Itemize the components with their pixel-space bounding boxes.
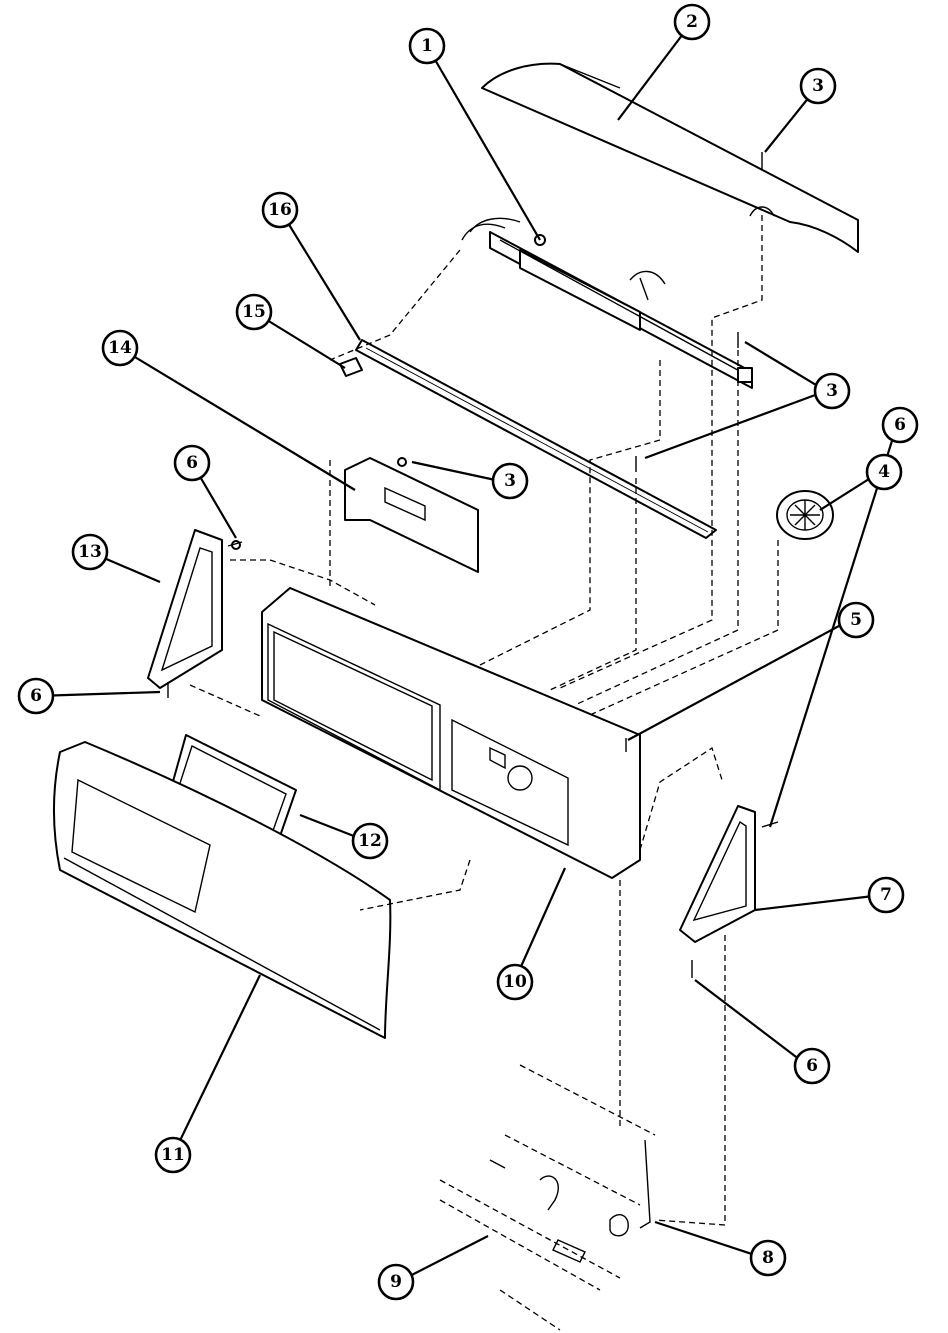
callout-3-top: 3	[799, 67, 837, 105]
callout-label: 6	[894, 415, 906, 435]
callout-12: 12	[351, 822, 389, 860]
part-display-board	[344, 457, 479, 573]
callout-label: 15	[242, 302, 266, 322]
callout-label: 1	[421, 36, 433, 56]
screws	[167, 152, 779, 978]
part-top-cover	[481, 62, 859, 253]
callout-label: 6	[806, 1056, 818, 1076]
callout-label: 7	[880, 885, 892, 905]
callout-label: 6	[30, 686, 42, 706]
part-round-switch	[776, 490, 834, 540]
callout-label: 2	[686, 12, 698, 32]
callout-label: 9	[390, 1272, 402, 1292]
callout-10: 10	[496, 963, 534, 1001]
callout-1: 1	[408, 27, 446, 65]
callout-6-left-bottom: 6	[17, 677, 55, 715]
callout-label: 5	[850, 610, 862, 630]
leader-lines	[35, 21, 899, 1283]
callout-label: 3	[812, 76, 824, 96]
callout-11: 11	[154, 1136, 192, 1174]
screw-6-left-top	[227, 541, 243, 547]
part-front-console	[53, 741, 392, 1039]
part-long-strip	[355, 339, 717, 539]
callout-6-right-bottom: 6	[793, 1047, 831, 1085]
callout-label: 8	[762, 1248, 774, 1268]
callout-label: 3	[826, 381, 838, 401]
callout-8: 8	[749, 1239, 787, 1277]
callout-13: 13	[71, 533, 109, 571]
callout-4: 4	[865, 453, 903, 491]
assembly-lines	[189, 215, 779, 1226]
callout-label: 3	[504, 471, 516, 491]
callout-label: 10	[503, 972, 527, 992]
callout-2: 2	[673, 3, 711, 41]
callout-label: 14	[108, 338, 132, 358]
callout-5: 5	[837, 601, 875, 639]
part-right-end-cap	[679, 805, 756, 943]
callout-6-left-top: 6	[173, 444, 211, 482]
callout-label: 11	[161, 1145, 185, 1165]
callout-16: 16	[261, 191, 299, 229]
callout-label: 13	[78, 542, 102, 562]
part-left-end-cap	[147, 529, 241, 689]
callout-3-right: 3	[813, 372, 851, 410]
callout-7: 7	[867, 876, 905, 914]
part-light-assembly	[461, 217, 753, 389]
part-base-wiring	[439, 1064, 656, 1331]
part-control-panel	[261, 587, 641, 879]
callout-3-display: 3	[491, 462, 529, 500]
callout-label: 6	[186, 453, 198, 473]
part-connector	[339, 357, 363, 377]
callout-15: 15	[235, 293, 273, 331]
callout-label: 16	[268, 200, 292, 220]
callout-label: 12	[358, 831, 382, 851]
callout-9: 9	[377, 1263, 415, 1301]
callout-label: 4	[878, 462, 890, 482]
callout-14: 14	[101, 329, 139, 367]
callout-6-right-top: 6	[881, 406, 919, 444]
